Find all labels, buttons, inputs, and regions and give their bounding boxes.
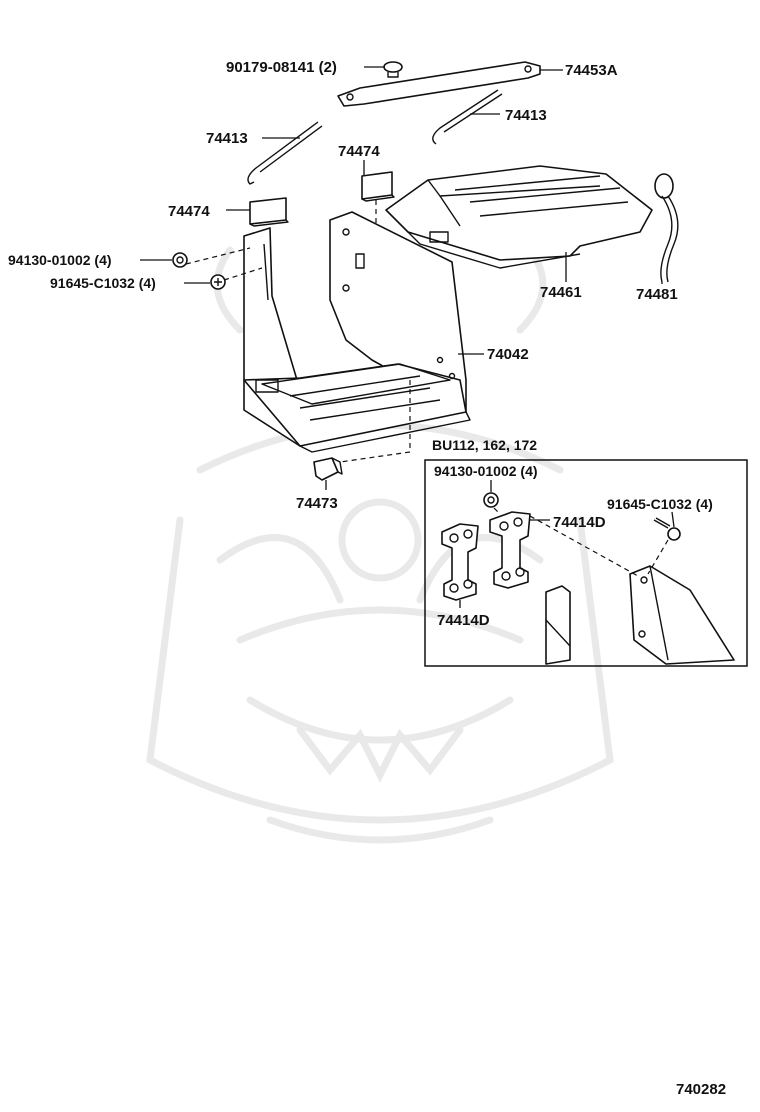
inset-box [424,459,748,667]
inset-callout-94130: 94130-01002 (4) [434,463,538,479]
inset-bolt-91645-icon [653,517,681,541]
inset-nut-94130-icon [483,492,499,508]
cable-74481 [654,173,679,283]
rod-74453a [337,61,541,107]
pad-74474-top [361,171,395,202]
inset-bracket-74414d-left [441,523,479,601]
callout-74413-right: 74413 [505,107,547,124]
callout-91645: 91645-C1032 (4) [50,275,156,291]
callout-74413-left: 74413 [206,130,248,147]
hook-rod-74413-right-edge [443,93,503,133]
callout-74481: 74481 [636,286,678,303]
inset-callout-74414d-left: 74414D [437,612,490,629]
inset-callout-91645: 91645-C1032 (4) [607,496,713,512]
hook-rod-74413-left [247,121,319,185]
inset-tray-wall-left [545,585,571,665]
inset-title: BU112, 162, 172 [432,437,537,453]
callout-74474-left: 74474 [168,203,210,220]
battery-tray-74042 [243,211,471,453]
bumper-74473 [313,457,343,481]
hook-rod-74413-right [432,89,499,145]
nut-94130-icon [172,252,188,268]
inset-callout-74414d-right: 74414D [553,514,606,531]
callout-94130: 94130-01002 (4) [8,252,112,268]
watermark-emblem [146,246,614,844]
bolt-90179-icon [383,61,403,78]
washer-91645-icon [210,274,226,290]
callout-90179: 90179-08141 (2) [226,59,337,76]
inset-tray-wall-right [629,565,735,665]
callout-74453a: 74453A [565,62,618,79]
callout-74473: 74473 [296,495,338,512]
callout-74461: 74461 [540,284,582,301]
hook-rod-74413-left-edge [259,125,323,173]
inset-bracket-74414d-right [489,511,531,589]
leader-lines [140,66,663,490]
inset-leader-lines [459,480,675,608]
callout-74474-top: 74474 [338,143,380,160]
hold-down-plate-74461 [385,165,653,269]
diagram-number: 740282 [676,1081,726,1098]
callout-74042: 74042 [487,346,529,363]
pad-74474-left [249,197,289,227]
